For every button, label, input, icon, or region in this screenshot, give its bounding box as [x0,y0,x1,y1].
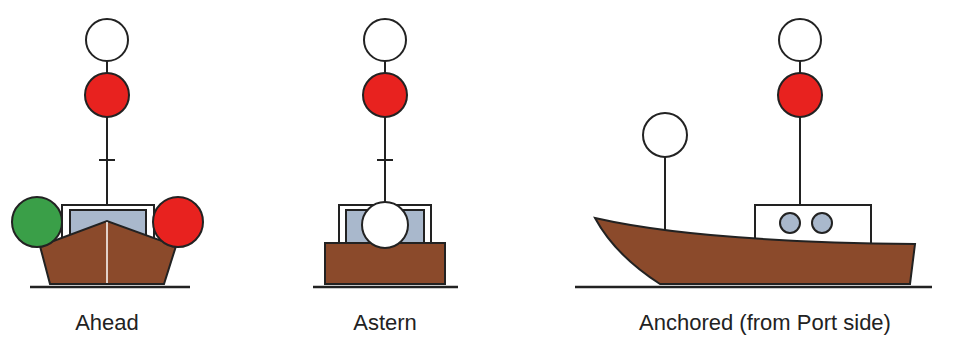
view-label: Astern [353,310,417,336]
boat-astern [313,19,458,287]
view-label: Ahead [75,310,139,336]
boat-anchored [575,19,932,287]
view-label: Anchored (from Port side) [639,310,891,336]
boat-ahead [12,19,203,287]
